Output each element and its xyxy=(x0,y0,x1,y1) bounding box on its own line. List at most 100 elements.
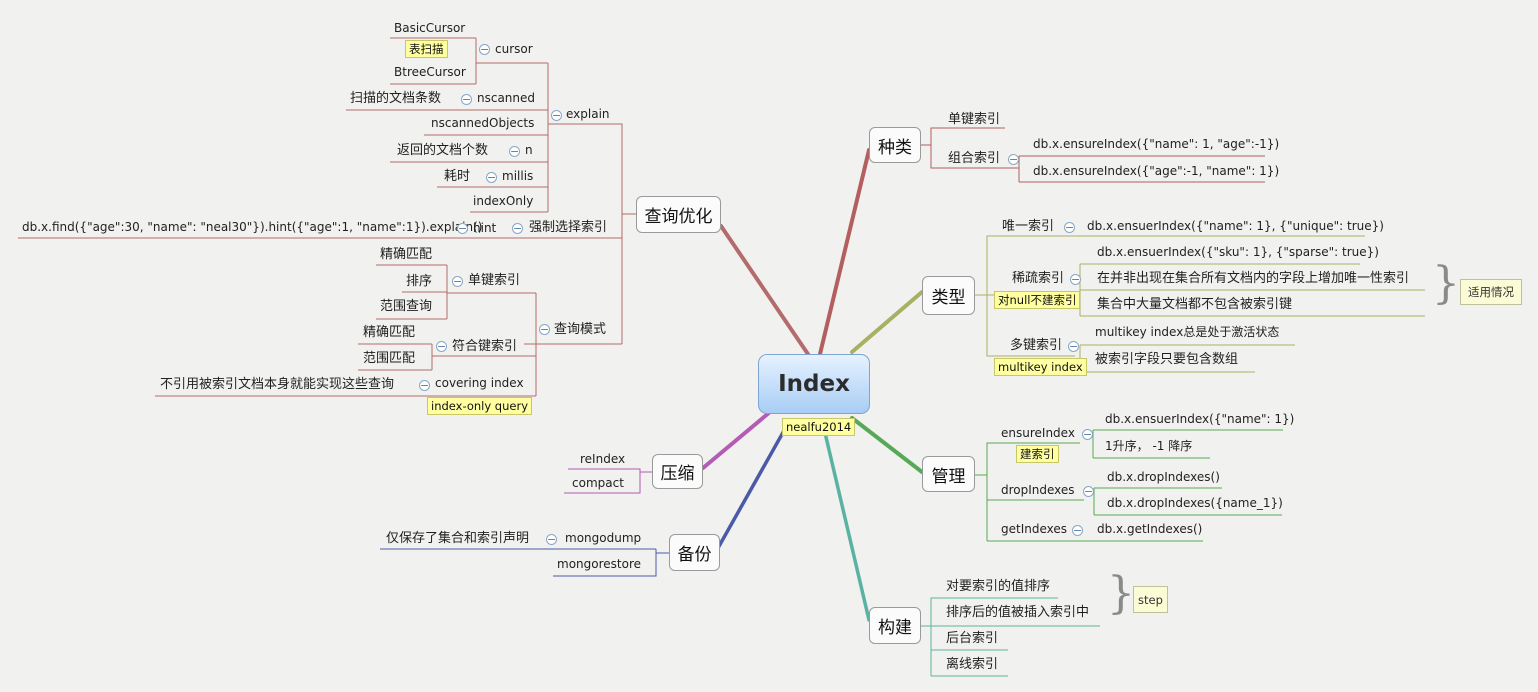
manage-drop-indexes[interactable]: dropIndexes xyxy=(1001,483,1075,497)
nscanned-note[interactable]: 扫描的文档条数 xyxy=(350,91,442,106)
branch-manage-line xyxy=(850,416,924,474)
topic-kinds[interactable]: 种类 xyxy=(869,127,921,163)
manage-get-indexes[interactable]: getIndexes xyxy=(1001,522,1068,536)
types-multikey-note-1[interactable]: multikey index总是处于激活状态 xyxy=(1095,325,1280,339)
types-sparse[interactable]: 稀疏索引 xyxy=(1012,271,1065,286)
covering-note[interactable]: 不引用被索引文档本身就能实现这些查询 xyxy=(160,377,395,392)
force-hint[interactable]: hint xyxy=(473,221,497,235)
cursor-btree[interactable]: BtreeCursor xyxy=(394,65,466,79)
types-sparse-use-1[interactable]: 在并非出现在集合所有文档内的字段上增加唯一性索引 xyxy=(1097,271,1410,286)
collapse-icon[interactable]: − xyxy=(1082,428,1093,441)
topic-query-optimization[interactable]: 查询优化 xyxy=(636,196,721,233)
mode-compound-key[interactable]: 符合键索引 xyxy=(452,339,518,354)
query-explain[interactable]: explain xyxy=(566,107,610,121)
mode-single-exact[interactable]: 精确匹配 xyxy=(380,247,433,262)
mode-covering-index[interactable]: covering index xyxy=(435,376,524,390)
explain-millis[interactable]: millis xyxy=(502,169,534,183)
query-force-index[interactable]: 强制选择索引 xyxy=(529,220,608,235)
kinds-compound-example-1[interactable]: db.x.ensureIndex({"name": 1, "age":-1}) xyxy=(1033,137,1280,151)
build-offline[interactable]: 离线索引 xyxy=(946,657,999,672)
explain-index-only[interactable]: indexOnly xyxy=(473,194,534,208)
collapse-icon[interactable]: − xyxy=(1072,524,1083,537)
explain-n[interactable]: n xyxy=(525,143,533,157)
manage-ensure-example[interactable]: db.x.ensuerIndex({"name": 1}) xyxy=(1105,412,1295,426)
mode-compound-range[interactable]: 范围匹配 xyxy=(363,351,416,366)
branch-build-line xyxy=(820,418,871,622)
types-sparse-marker: 对null不建索引 xyxy=(994,291,1081,309)
force-hint-example[interactable]: db.x.find({"age":30, "name": "neal30"}).… xyxy=(22,220,483,234)
cursor-table-scan-marker: 表扫描 xyxy=(405,40,448,58)
collapse-icon[interactable]: − xyxy=(512,222,523,235)
manage-drop-example-2[interactable]: db.x.dropIndexes({name_1}) xyxy=(1107,496,1283,510)
mode-single-range[interactable]: 范围查询 xyxy=(380,299,433,314)
backup-mongorestore[interactable]: mongorestore xyxy=(557,557,641,571)
branch-query-line xyxy=(719,224,814,362)
backup-mongodump[interactable]: mongodump xyxy=(565,531,642,545)
build-steps-brace: } xyxy=(1107,568,1135,619)
manage-ensure-index[interactable]: ensureIndex xyxy=(1001,426,1075,440)
collapse-icon[interactable]: − xyxy=(551,109,562,122)
collapse-icon[interactable]: − xyxy=(419,379,430,392)
collapse-icon[interactable]: − xyxy=(509,145,520,158)
types-multikey-marker: multikey index xyxy=(994,358,1087,376)
topic-build[interactable]: 构建 xyxy=(869,607,921,644)
collapse-icon[interactable]: − xyxy=(1008,153,1019,166)
mode-single-key[interactable]: 单键索引 xyxy=(468,273,521,288)
explain-nscanned-objects[interactable]: nscannedObjects xyxy=(431,116,535,130)
query-mode[interactable]: 查询模式 xyxy=(554,322,607,337)
branch-types-line xyxy=(850,290,924,354)
kinds-compound-example-2[interactable]: db.x.ensureIndex({"age":-1, "name": 1}) xyxy=(1033,164,1280,178)
explain-cursor[interactable]: cursor xyxy=(495,42,533,56)
branch-backup-line xyxy=(716,418,792,550)
collapse-icon[interactable]: − xyxy=(452,275,463,288)
collapse-icon[interactable]: − xyxy=(1070,273,1081,286)
collapse-icon[interactable]: − xyxy=(486,171,497,184)
types-unique-example[interactable]: db.x.ensuerIndex({"name": 1}, {"unique":… xyxy=(1087,219,1384,233)
manage-drop-example-1[interactable]: db.x.dropIndexes() xyxy=(1107,470,1220,484)
collapse-icon[interactable]: − xyxy=(1064,221,1075,234)
branch-compress-line xyxy=(701,410,772,470)
backup-mongodump-note[interactable]: 仅保存了集合和索引声明 xyxy=(386,531,530,546)
compress-reindex[interactable]: reIndex xyxy=(580,452,626,466)
collapse-icon[interactable]: − xyxy=(436,340,447,353)
millis-note[interactable]: 耗时 xyxy=(444,169,471,184)
sparse-uses-brace: } xyxy=(1432,258,1460,309)
kinds-single-key[interactable]: 单键索引 xyxy=(948,112,1001,127)
types-multikey[interactable]: 多键索引 xyxy=(1010,338,1063,353)
n-note[interactable]: 返回的文档个数 xyxy=(397,143,489,158)
collapse-icon[interactable]: − xyxy=(1083,485,1094,498)
topic-types[interactable]: 类型 xyxy=(922,276,975,315)
manage-ensure-order[interactable]: 1升序， -1 降序 xyxy=(1105,439,1193,453)
build-step-1[interactable]: 对要索引的值排序 xyxy=(946,579,1051,594)
topic-compress[interactable]: 压缩 xyxy=(652,454,703,489)
kinds-compound[interactable]: 组合索引 xyxy=(948,151,1001,166)
build-background[interactable]: 后台索引 xyxy=(946,631,999,646)
manage-ensure-marker: 建索引 xyxy=(1016,445,1059,463)
types-sparse-example[interactable]: db.x.ensuerIndex({"sku": 1}, {"sparse": … xyxy=(1097,245,1379,259)
collapse-icon[interactable]: − xyxy=(479,43,490,56)
collapse-icon[interactable]: − xyxy=(539,323,550,336)
topic-backup[interactable]: 备份 xyxy=(669,534,720,571)
types-sparse-use-2[interactable]: 集合中大量文档都不包含被索引键 xyxy=(1097,297,1293,312)
cursor-basic[interactable]: BasicCursor xyxy=(394,21,466,35)
central-topic-index[interactable]: Index xyxy=(758,354,870,414)
build-steps-note[interactable]: step xyxy=(1133,586,1168,613)
mode-single-sort[interactable]: 排序 xyxy=(406,274,433,289)
central-marker-label: nealfu2014 xyxy=(782,418,856,436)
compress-compact[interactable]: compact xyxy=(572,476,624,490)
branch-kinds-line xyxy=(818,148,871,356)
mode-compound-exact[interactable]: 精确匹配 xyxy=(363,325,416,340)
sparse-uses-note[interactable]: 适用情况 xyxy=(1460,279,1522,305)
topic-manage[interactable]: 管理 xyxy=(922,456,975,492)
collapse-icon[interactable]: − xyxy=(457,222,468,235)
types-unique[interactable]: 唯一索引 xyxy=(1002,219,1055,234)
manage-get-example[interactable]: db.x.getIndexes() xyxy=(1097,522,1203,536)
explain-nscanned[interactable]: nscanned xyxy=(477,91,536,105)
collapse-icon[interactable]: − xyxy=(1068,340,1079,353)
covering-marker: index-only query xyxy=(427,397,533,415)
types-multikey-note-2[interactable]: 被索引字段只要包含数组 xyxy=(1095,352,1239,367)
build-step-2[interactable]: 排序后的值被插入索引中 xyxy=(946,605,1090,620)
collapse-icon[interactable]: − xyxy=(461,93,472,106)
collapse-icon[interactable]: − xyxy=(546,533,557,546)
